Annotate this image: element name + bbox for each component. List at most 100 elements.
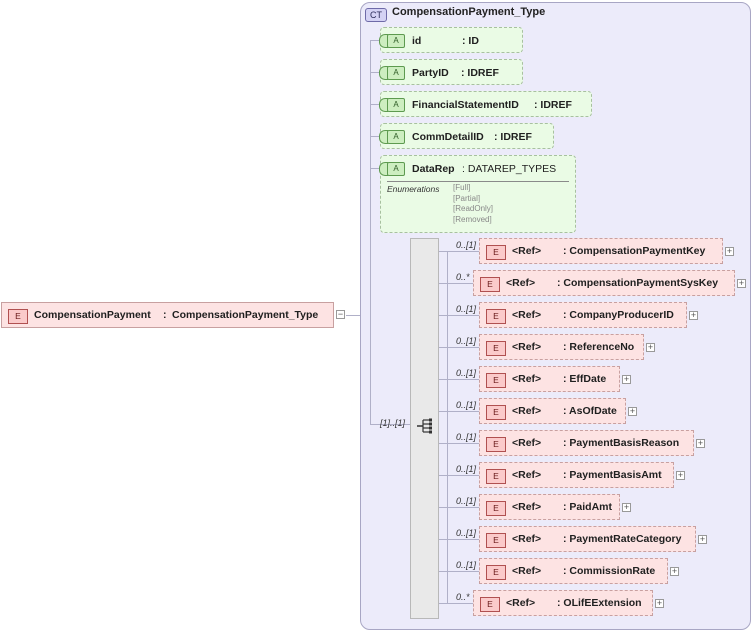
- attribute-icon: A: [387, 130, 405, 144]
- element-ref: <Ref>: [512, 533, 542, 545]
- connector-line: [439, 539, 479, 540]
- expand-button[interactable]: +: [696, 438, 705, 448]
- attribute-financialstatementid[interactable]: A FinancialStatementID : IDREF: [379, 91, 592, 117]
- expand-button[interactable]: +: [622, 374, 631, 384]
- attribute-name: FinancialStatementID: [412, 99, 519, 111]
- element-effdate[interactable]: E <Ref> : EffDate: [479, 366, 620, 392]
- element-name: : OLifEExtension: [557, 597, 642, 609]
- attribute-type: : DATAREP_TYPES: [462, 163, 557, 175]
- element-icon: E: [486, 437, 506, 452]
- connector-line: [439, 251, 479, 252]
- element-icon: E: [486, 309, 506, 324]
- expand-button[interactable]: +: [737, 278, 746, 288]
- element-ref: <Ref>: [512, 245, 542, 257]
- attribute-tab-icon: [379, 34, 388, 48]
- expand-button[interactable]: +: [698, 534, 707, 544]
- attribute-icon: A: [387, 162, 405, 176]
- element-companyproducerid[interactable]: E <Ref> : CompanyProducerID: [479, 302, 687, 328]
- root-element-box[interactable]: E CompensationPayment : CompensationPaym…: [1, 302, 334, 328]
- attribute-partyid[interactable]: A PartyID : IDREF: [379, 59, 523, 85]
- attribute-name: DataRep: [412, 163, 455, 175]
- occurrence-label: 0..[1]: [456, 464, 477, 474]
- occurrence-label: 0..[1]: [456, 528, 477, 538]
- element-icon: E: [480, 277, 500, 292]
- attribute-type: : ID: [462, 35, 479, 47]
- element-name: : PaidAmt: [563, 501, 613, 513]
- element-commissionrate[interactable]: E <Ref> : CommissionRate: [479, 558, 668, 584]
- complex-type-icon: CT: [365, 8, 387, 22]
- attribute-type: : IDREF: [534, 99, 572, 111]
- element-ref: <Ref>: [506, 277, 536, 289]
- occurrence-label: 0..[1]: [456, 304, 477, 314]
- element-name: : CompanyProducerID: [563, 309, 674, 321]
- connector-line: [439, 571, 479, 572]
- element-name: : ReferenceNo: [563, 341, 635, 353]
- element-ref: <Ref>: [506, 597, 536, 609]
- expand-button[interactable]: +: [622, 502, 631, 512]
- element-paidamt[interactable]: E <Ref> : PaidAmt: [479, 494, 620, 520]
- element-ref: <Ref>: [512, 501, 542, 513]
- connector-line: [439, 283, 473, 284]
- element-paymentratecategory[interactable]: E <Ref> : PaymentRateCategory: [479, 526, 696, 552]
- element-paymentbasisamt[interactable]: E <Ref> : PaymentBasisAmt: [479, 462, 674, 488]
- connector-line: [439, 603, 473, 604]
- root-element-separator: :: [163, 309, 167, 321]
- element-icon: E: [486, 245, 506, 260]
- expand-button[interactable]: +: [646, 342, 655, 352]
- element-olifeextension[interactable]: E <Ref> : OLifEExtension: [473, 590, 653, 616]
- element-ref: <Ref>: [512, 309, 542, 321]
- connector-line: [439, 315, 479, 316]
- element-paymentbasisreason[interactable]: E <Ref> : PaymentBasisReason: [479, 430, 694, 456]
- connector-line: [370, 40, 382, 41]
- enumeration-value: [Partial]: [453, 193, 481, 203]
- attribute-type: : IDREF: [494, 131, 532, 143]
- element-asofdate[interactable]: E <Ref> : AsOfDate: [479, 398, 626, 424]
- attribute-tab-icon: [379, 162, 388, 176]
- enumerations-label: Enumerations: [387, 184, 440, 194]
- attribute-id[interactable]: A id : ID: [379, 27, 523, 53]
- occurrence-label: 0..[1]: [456, 432, 477, 442]
- element-icon: E: [8, 309, 28, 324]
- connector-line: [370, 104, 382, 105]
- element-icon: E: [486, 405, 506, 420]
- attribute-tab-icon: [379, 98, 388, 112]
- connector-line: [346, 315, 360, 316]
- element-icon: E: [486, 565, 506, 580]
- element-name: : CommissionRate: [563, 565, 656, 577]
- attribute-datarep[interactable]: A DataRep : DATAREP_TYPES Enumerations […: [379, 155, 576, 233]
- attribute-name: CommDetailID: [412, 131, 484, 143]
- element-ref: <Ref>: [512, 373, 542, 385]
- attribute-name: PartyID: [412, 67, 449, 79]
- sequence-icon: [417, 418, 432, 434]
- element-icon: E: [486, 533, 506, 548]
- enumeration-value: [Removed]: [453, 214, 492, 224]
- attribute-tree-line: [370, 40, 371, 424]
- attribute-icon: A: [387, 66, 405, 80]
- enumeration-value: [ReadOnly]: [453, 204, 494, 213]
- attribute-tab-icon: [379, 130, 388, 144]
- expand-button[interactable]: +: [689, 310, 698, 320]
- expand-button[interactable]: +: [725, 246, 734, 256]
- enumeration-value: [Full]: [453, 183, 471, 192]
- element-icon: E: [486, 341, 506, 356]
- connector-line: [439, 347, 479, 348]
- element-compensationpaymentkey[interactable]: E <Ref> : CompensationPaymentKey: [479, 238, 723, 264]
- attribute-name: id: [412, 35, 422, 47]
- element-name: : CompensationPaymentSysKey: [557, 277, 719, 289]
- root-element-name: CompensationPayment: [34, 309, 151, 321]
- collapse-button[interactable]: −: [336, 309, 345, 319]
- connector-line: [370, 136, 382, 137]
- attribute-icon: A: [387, 34, 405, 48]
- complex-type-title: CompensationPayment_Type: [392, 6, 546, 18]
- element-referenceno[interactable]: E <Ref> : ReferenceNo: [479, 334, 644, 360]
- sequence-branch-line: [447, 251, 448, 603]
- expand-button[interactable]: +: [670, 566, 679, 576]
- element-compensationpaymentsyskey[interactable]: E <Ref> : CompensationPaymentSysKey: [473, 270, 735, 296]
- expand-button[interactable]: +: [628, 406, 637, 416]
- occurrence-label: 0..[1]: [456, 400, 477, 410]
- attribute-commdetailid[interactable]: A CommDetailID : IDREF: [379, 123, 554, 149]
- connector-line: [439, 507, 479, 508]
- element-name: : PaymentBasisReason: [563, 437, 680, 449]
- expand-button[interactable]: +: [655, 598, 664, 608]
- expand-button[interactable]: +: [676, 470, 685, 480]
